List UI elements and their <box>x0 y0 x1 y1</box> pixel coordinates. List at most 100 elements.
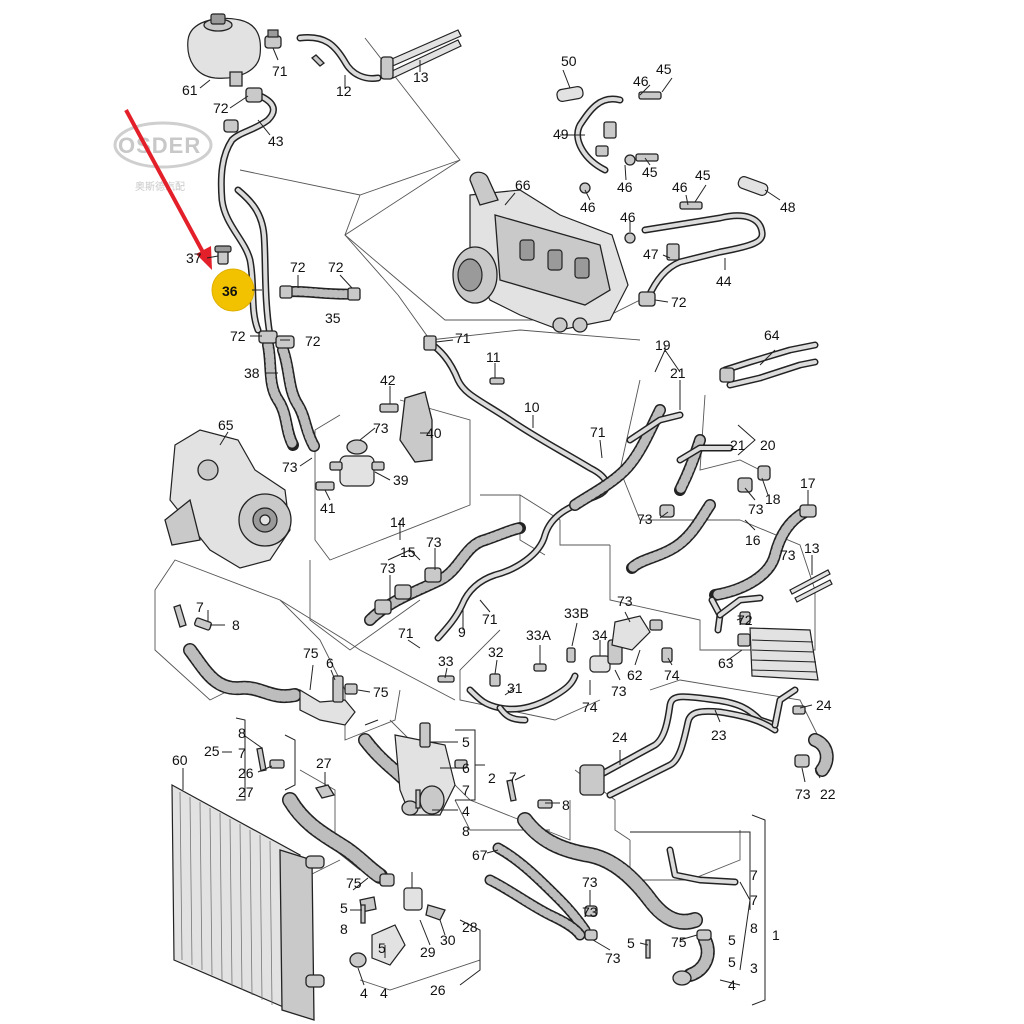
part-label: 40 <box>426 425 442 441</box>
part-label: 4 <box>728 977 736 993</box>
part-label: 2 <box>488 770 496 786</box>
part-label: 8 <box>232 617 240 633</box>
part-label: 75 <box>303 645 319 661</box>
hose-19-21 <box>569 404 734 511</box>
part-label: 73 <box>795 786 811 802</box>
part-label: 71 <box>272 63 288 79</box>
watermark-subtitle: 奥斯德汽配 <box>135 180 185 193</box>
part-label: 21 <box>730 437 746 453</box>
hose-16 <box>626 465 817 601</box>
part-label: 60 <box>172 752 188 768</box>
hose-67 <box>484 842 598 941</box>
part-label: 37 <box>186 250 202 266</box>
part-label: 44 <box>716 273 732 289</box>
part-label: 5 <box>340 900 348 916</box>
part-label: 25 <box>204 743 220 759</box>
part-label: 3 <box>750 960 758 976</box>
valve-39 <box>329 439 385 487</box>
rod-13-right <box>789 569 833 603</box>
turbocharger-66 <box>452 171 629 333</box>
part-label: 33 <box>438 653 454 669</box>
part-36-label: 36 <box>222 283 238 299</box>
hose-38 <box>258 330 320 452</box>
sleeve-50 <box>556 86 584 102</box>
radiator-60 <box>171 783 325 1021</box>
part-label: 8 <box>340 921 348 937</box>
hose-14-15 <box>364 522 526 626</box>
part-label: 72 <box>671 294 687 310</box>
hose-22 <box>792 705 834 777</box>
part-label: 43 <box>268 133 284 149</box>
part-label: 33A <box>526 627 552 643</box>
part-label: 73 <box>282 459 298 475</box>
pipe-43 <box>217 87 277 339</box>
part-label: 63 <box>718 655 734 671</box>
rod-13 <box>380 29 462 80</box>
part-label: 66 <box>515 177 531 193</box>
part-label: 13 <box>413 69 429 85</box>
part-label: 7 <box>750 867 758 883</box>
part-label: 8 <box>562 797 570 813</box>
part-label: 71 <box>482 611 498 627</box>
part-label: 13 <box>804 540 820 556</box>
part-label: 74 <box>582 699 598 715</box>
part-label: 33B <box>564 605 589 621</box>
part-label: 45 <box>656 61 672 77</box>
part-label: 74 <box>664 667 680 683</box>
part-label: 7 <box>509 769 517 785</box>
part-label: 73 <box>780 547 796 563</box>
hose-12 <box>296 33 382 82</box>
part-label: 72 <box>213 100 229 116</box>
part-label: 7 <box>462 782 470 798</box>
part-label: 14 <box>390 514 406 530</box>
part-label: 75 <box>373 684 389 700</box>
pipe-9 <box>434 492 600 642</box>
fittings-33a-33b-34 <box>533 639 623 673</box>
part-label: 7 <box>238 745 246 761</box>
part-number-labels: 61 71 12 13 72 43 37 72 72 35 72 72 38 5… <box>172 53 836 1001</box>
part-label: 72 <box>290 259 306 275</box>
part-label: 45 <box>642 164 658 180</box>
part-label: 73 <box>611 683 627 699</box>
part-label: 7 <box>750 892 758 908</box>
bracket-40 <box>315 391 433 491</box>
fittings-26-30 <box>349 873 446 968</box>
part-label: 4 <box>380 985 388 1001</box>
bolts-45-46 <box>579 91 703 244</box>
part-label: 71 <box>590 424 606 440</box>
part-label: 61 <box>182 82 198 98</box>
fitting-62 <box>611 615 673 663</box>
bolt-37 <box>214 245 232 265</box>
part-label: 35 <box>325 310 341 326</box>
part-label: 73 <box>582 904 598 920</box>
part-label: 26 <box>430 982 446 998</box>
part-label: 73 <box>637 511 653 527</box>
part-label: 71 <box>398 625 414 641</box>
water-pump-65 <box>164 429 292 569</box>
part-label: 27 <box>238 784 254 800</box>
part-label: 47 <box>643 246 659 262</box>
part-label: 4 <box>360 985 368 1001</box>
part-label: 7 <box>196 599 204 615</box>
hose-group-3 <box>506 779 739 986</box>
part-label: 29 <box>420 944 436 960</box>
part-label: 48 <box>780 199 796 215</box>
part-label: 46 <box>633 73 649 89</box>
part-label: 26 <box>238 765 254 781</box>
part-label: 34 <box>592 627 608 643</box>
part-label: 73 <box>605 950 621 966</box>
part-label: 72 <box>230 328 246 344</box>
part-label: 49 <box>553 126 569 142</box>
part-label: 46 <box>620 209 636 225</box>
part-label: 46 <box>672 179 688 195</box>
part-label: 5 <box>627 935 635 951</box>
part-label: 20 <box>760 437 776 453</box>
hose-25-27 <box>256 747 388 884</box>
part-label: 39 <box>393 472 409 488</box>
part-label: 73 <box>380 560 396 576</box>
part-label: 75 <box>671 934 687 950</box>
pipe-31 <box>437 672 579 724</box>
part-label: 31 <box>507 680 523 696</box>
part-label: 72 <box>328 259 344 275</box>
